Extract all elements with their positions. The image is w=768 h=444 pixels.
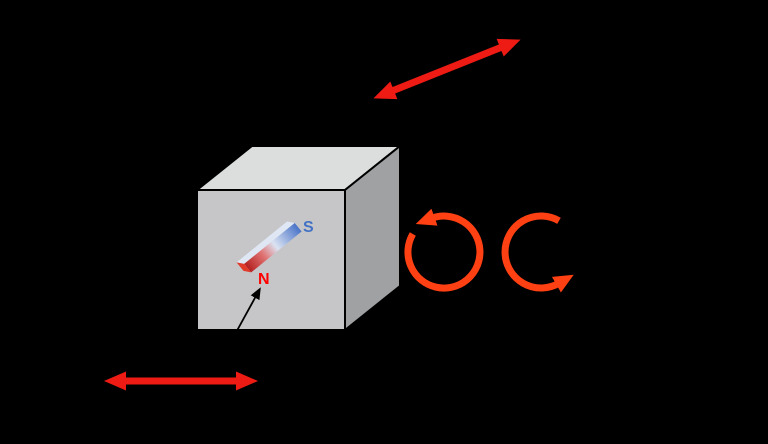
magnet-pointer-arrow — [227, 287, 261, 348]
magnet-body — [244, 222, 302, 273]
cube — [196, 145, 401, 331]
south-pole-label: S — [303, 219, 314, 236]
magnet-north-cap — [236, 262, 252, 273]
bar-magnet — [236, 221, 302, 273]
north-pole-label: N — [258, 271, 270, 288]
magnet-top-face — [236, 221, 295, 264]
tilted-double-arrow — [373, 38, 521, 100]
rotation-arrow-right — [501, 212, 574, 293]
cube-front-face — [196, 189, 346, 331]
rotation-arrow-left — [404, 208, 484, 292]
